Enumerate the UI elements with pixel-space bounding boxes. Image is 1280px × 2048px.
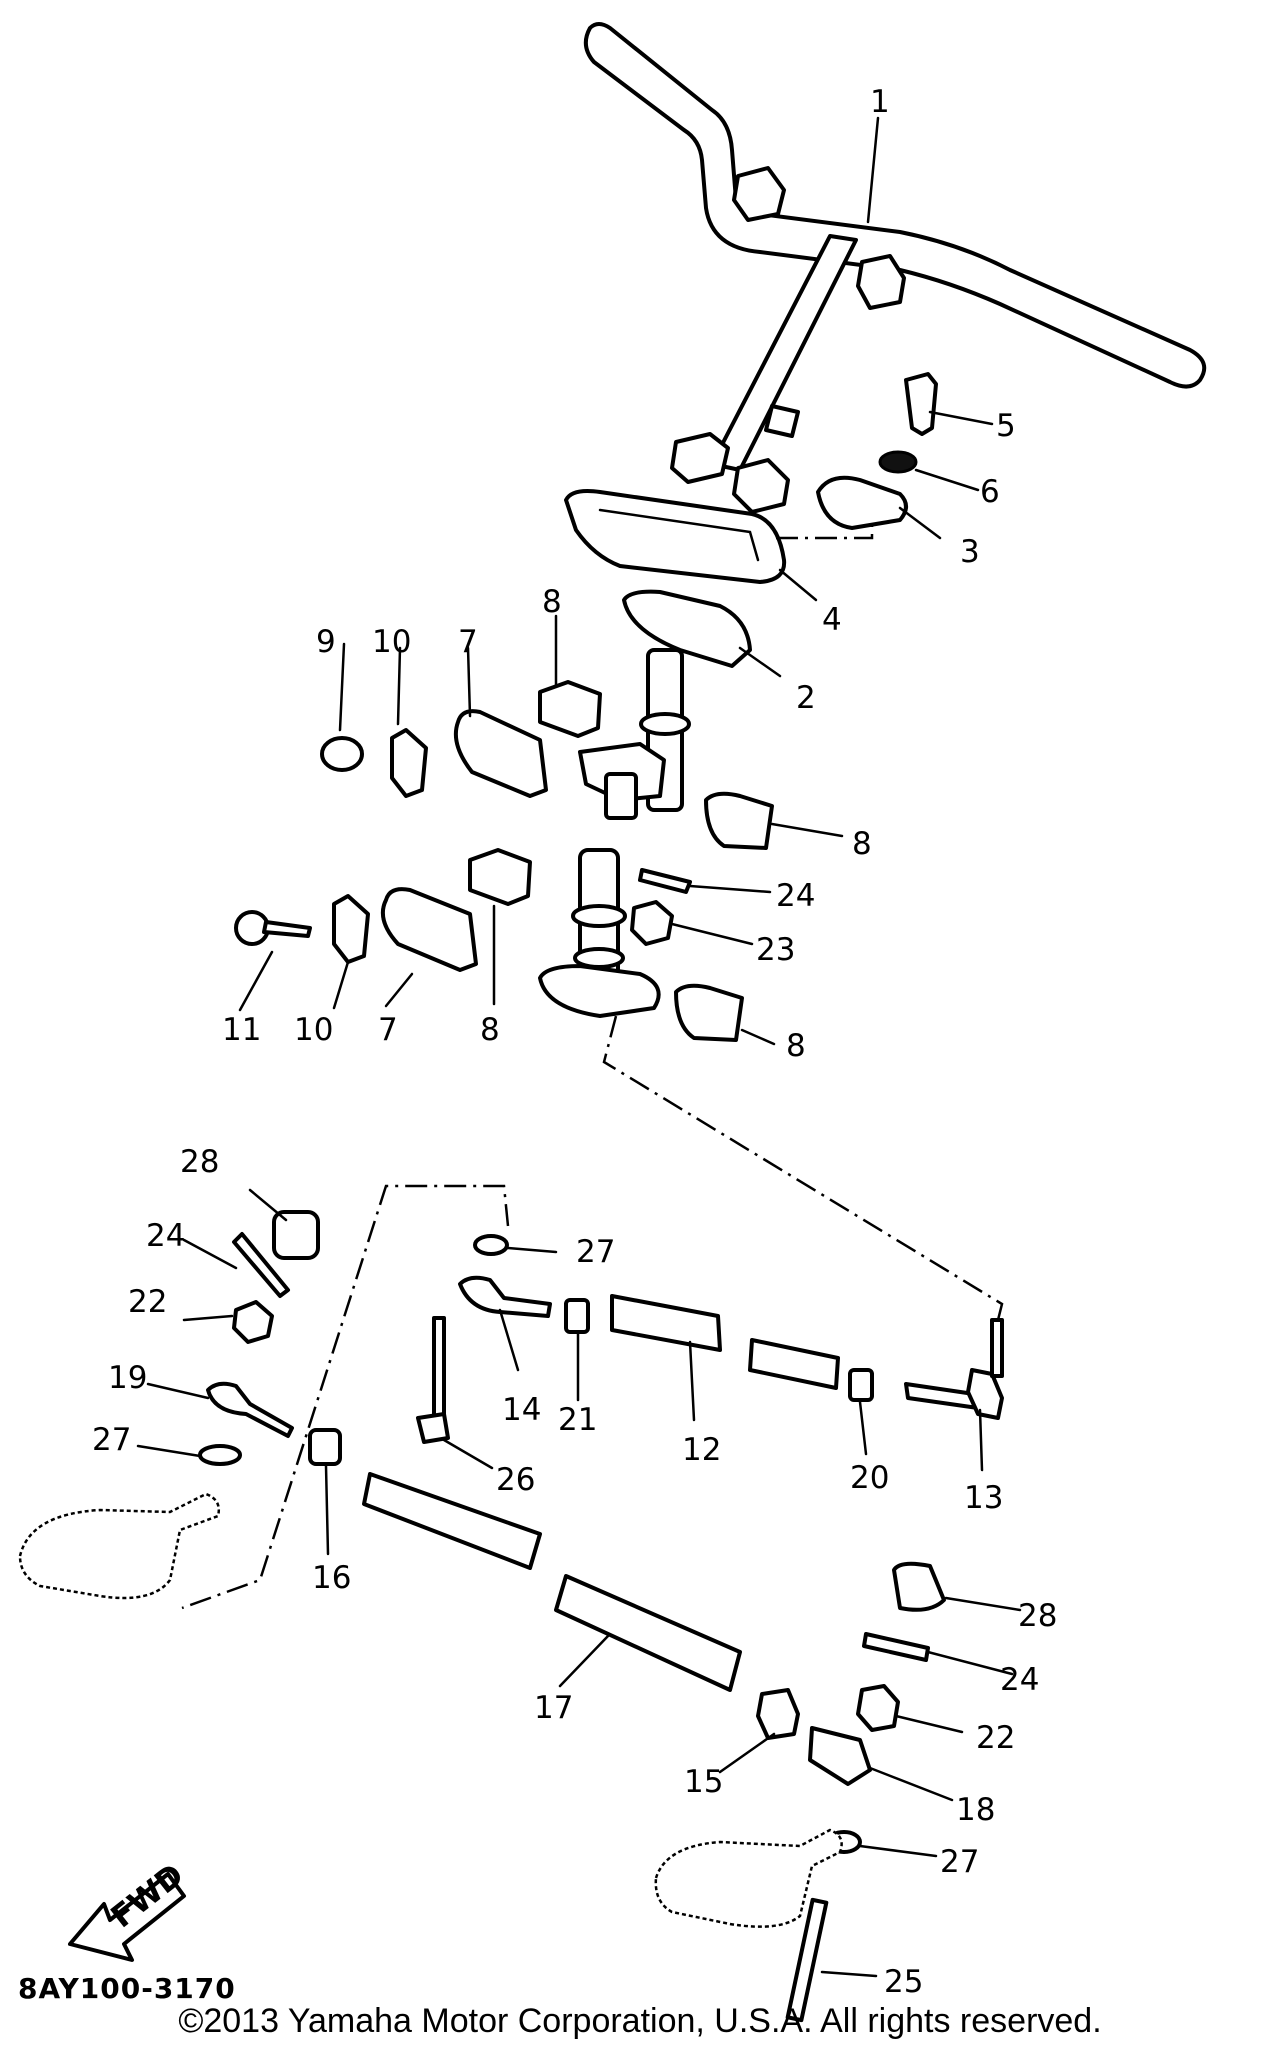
part-label-11: 11 [222,1012,261,1048]
part-label-10a: 10 [372,624,411,660]
part-label-8c: 8 [480,1012,500,1048]
part-label-23: 23 [756,932,795,968]
part-label-7b: 7 [378,1012,398,1048]
steering-column [538,589,752,1018]
part-label-26: 26 [496,1462,535,1498]
part-label-28b: 28 [1018,1598,1057,1634]
part-label-8d: 8 [786,1028,806,1064]
part-number-labels: 1 5 6 3 4 2 8 9 10 7 8 24 23 11 10 7 8 8… [92,84,1057,2000]
part-label-28a: 28 [180,1144,219,1180]
part-label-22a: 22 [128,1284,167,1320]
part-label-21: 21 [558,1402,597,1438]
part-label-17: 17 [534,1690,573,1726]
copyright-notice: ©2013 Yamaha Motor Corporation, U.S.A. A… [178,2002,1102,2040]
part-label-8b: 8 [852,826,872,862]
diagram-code: 8AY100-3170 [18,1972,236,2005]
leader-lines [136,116,1022,1978]
part-label-27a: 27 [576,1234,615,1270]
part-label-24a: 24 [776,878,815,914]
part-label-27b: 27 [92,1422,131,1458]
part-label-10b: 10 [294,1012,333,1048]
upper-column-parts [564,372,938,584]
part-label-20: 20 [850,1460,889,1496]
part-label-15: 15 [684,1764,723,1800]
holder-parts [234,680,774,1042]
part-label-1: 1 [870,84,890,120]
part-label-16: 16 [312,1560,351,1596]
part-label-13: 13 [964,1480,1003,1516]
part-label-6: 6 [980,474,1000,510]
knuckle-outlines [18,1492,843,1928]
part-label-22b: 22 [976,1720,1015,1756]
part-label-3: 3 [960,534,980,570]
fwd-direction-badge: FWD [68,1857,191,1962]
part-label-12: 12 [682,1432,721,1468]
part-label-25: 25 [884,1964,923,2000]
part-label-24c: 24 [1000,1662,1039,1698]
handlebar [583,22,1207,514]
part-label-7a: 7 [458,624,478,660]
tie-rod-assembly [198,1210,1004,2023]
part-label-2: 2 [796,680,816,716]
part-label-18: 18 [956,1792,995,1828]
part-label-24b: 24 [146,1218,185,1254]
part-label-27c: 27 [940,1844,979,1880]
part-label-5: 5 [996,408,1016,444]
part-label-4: 4 [822,602,842,638]
part-label-19: 19 [108,1360,147,1396]
part-label-9: 9 [316,624,336,660]
assembly-lines [181,520,1004,1610]
part-label-14: 14 [502,1392,541,1428]
part-label-8a: 8 [542,584,562,620]
